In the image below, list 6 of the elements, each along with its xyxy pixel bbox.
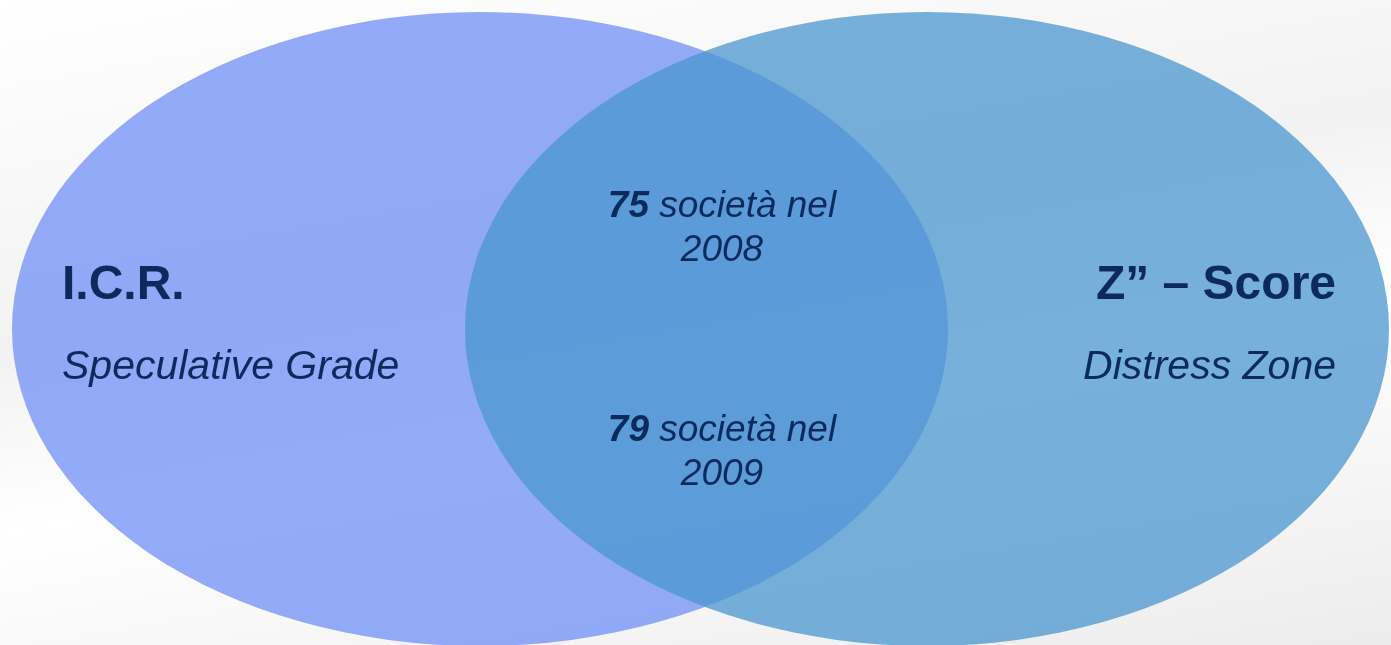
set-subtitle: Speculative Grade <box>62 345 400 386</box>
set-title: Z” – Score <box>1095 259 1336 307</box>
overlap-text: 79 società nel 2009 <box>606 407 838 495</box>
set-title: I.C.R. <box>62 259 185 307</box>
set-subtitle: Distress Zone <box>1083 345 1336 386</box>
overlap-text: 75 società nel 2008 <box>606 183 838 271</box>
